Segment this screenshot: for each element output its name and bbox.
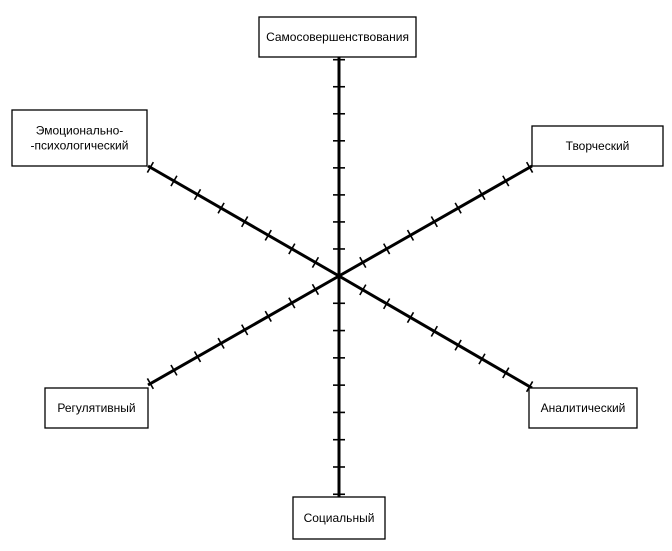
tick-top-right-1 bbox=[359, 256, 367, 269]
tick-bottom-right-3 bbox=[406, 311, 415, 324]
label-box-frame-top-left bbox=[11, 109, 148, 167]
label-box-frame-bottom-left bbox=[44, 387, 149, 429]
tick-top-left-4 bbox=[240, 216, 249, 228]
axis-line-top-right bbox=[338, 164, 533, 278]
tick-top-left-1 bbox=[311, 256, 320, 269]
tick-bottom-right-8 bbox=[525, 381, 534, 393]
axis-line-bottom-right bbox=[338, 274, 533, 390]
tick-top-left-5 bbox=[217, 202, 225, 214]
label-box-top: Самосовершенствования bbox=[258, 16, 417, 58]
tick-top-left-3 bbox=[264, 229, 272, 241]
label-box-bottom-left: Регулятивный bbox=[44, 387, 149, 429]
label-box-frame-bottom bbox=[292, 496, 386, 540]
label-box-bottom-right: Аналитический bbox=[528, 387, 638, 429]
axes-layer bbox=[147, 57, 533, 497]
tick-top-left-8 bbox=[146, 161, 155, 173]
axis-label-bottom-right: Аналитический bbox=[541, 401, 626, 415]
tick-top-left-7 bbox=[170, 175, 178, 187]
tick-bottom-left-3 bbox=[264, 310, 272, 322]
axis-label-bottom-left: Регулятивный bbox=[57, 401, 135, 415]
tick-top-right-5 bbox=[454, 202, 462, 214]
label-box-top-left: Эмоционально--психологический bbox=[11, 109, 148, 167]
tick-bottom-right-6 bbox=[478, 353, 486, 365]
tick-bottom-right-7 bbox=[502, 367, 510, 379]
tick-bottom-left-4 bbox=[241, 324, 249, 336]
tick-top-right-8 bbox=[525, 161, 534, 173]
labels-layer: СамосовершенствованияТворческийАналитиче… bbox=[11, 16, 664, 540]
tick-bottom-right-1 bbox=[359, 284, 367, 296]
tick-top-right-6 bbox=[478, 188, 486, 201]
tick-bottom-right-5 bbox=[454, 339, 462, 351]
tick-bottom-left-6 bbox=[193, 351, 202, 363]
axis-label-top-left-line-1: Эмоционально- bbox=[36, 124, 124, 138]
ticks-layer bbox=[146, 58, 534, 496]
axis-label-bottom: Социальный bbox=[304, 511, 375, 525]
tick-bottom-right-2 bbox=[382, 298, 391, 310]
tick-bottom-left-7 bbox=[170, 364, 178, 376]
label-box-bottom: Социальный bbox=[292, 496, 386, 540]
tick-bottom-left-5 bbox=[217, 337, 225, 349]
tick-top-right-2 bbox=[382, 243, 391, 255]
tick-bottom-left-8 bbox=[146, 378, 155, 390]
tick-bottom-left-1 bbox=[311, 283, 320, 296]
tick-bottom-left-2 bbox=[288, 297, 296, 309]
axis-label-top-right: Творческий bbox=[566, 139, 630, 153]
axis-label-top: Самосовершенствования bbox=[266, 30, 409, 44]
tick-top-left-6 bbox=[193, 188, 202, 201]
axis-label-top-left-line-2: -психологический bbox=[31, 139, 129, 153]
label-box-top-right: Творческий bbox=[531, 125, 664, 167]
tick-top-right-7 bbox=[502, 175, 510, 187]
axis-line-bottom-left bbox=[147, 274, 340, 387]
tick-top-right-3 bbox=[406, 229, 415, 241]
tick-bottom-right-4 bbox=[430, 325, 439, 337]
axis-line-top-left bbox=[147, 164, 340, 278]
label-box-frame-bottom-right bbox=[528, 387, 638, 429]
label-box-frame-top bbox=[258, 16, 417, 58]
tick-top-left-2 bbox=[288, 243, 296, 255]
label-box-frame-top-right bbox=[531, 125, 664, 167]
tick-top-right-4 bbox=[430, 216, 438, 228]
